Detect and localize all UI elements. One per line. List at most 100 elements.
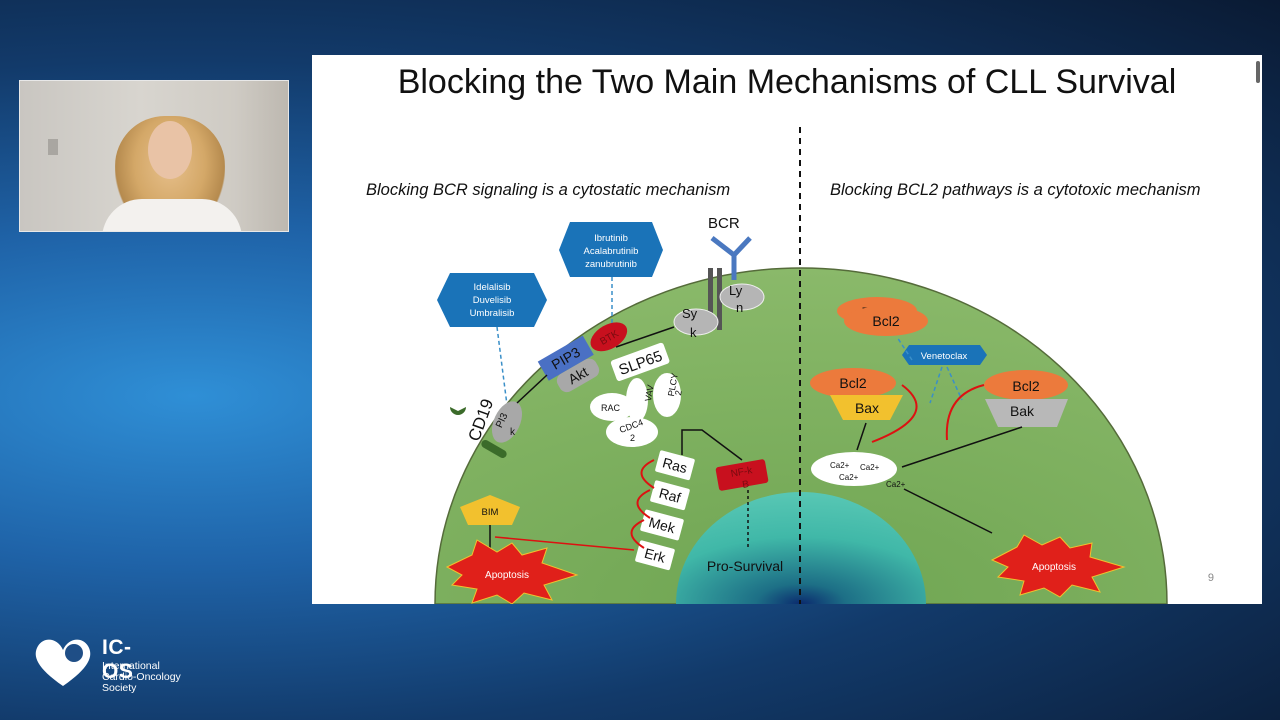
diagram-label: Bax	[855, 400, 879, 416]
diagram-shape	[903, 488, 993, 534]
diagram-label: Ly	[729, 283, 743, 298]
cdc42-node	[606, 417, 658, 447]
wall-switch	[48, 139, 58, 155]
logo-name: IC-OS	[102, 636, 134, 683]
diagram-shape	[901, 426, 1023, 468]
diagram-label: Ca2+	[860, 463, 880, 472]
diagram-label: n	[736, 300, 743, 315]
diagram-label: 2	[673, 390, 684, 397]
diagram-label: Bcl2	[1012, 378, 1039, 394]
diagram-shape	[717, 268, 722, 330]
diagram-label: 2	[630, 433, 635, 443]
diagram-label: Pro-Survival	[707, 558, 783, 574]
diagram-shape	[65, 644, 83, 662]
rac-node	[590, 393, 634, 421]
diagram-label: VAV	[643, 384, 656, 402]
apoptosis-burst-right	[990, 534, 1126, 598]
apoptosis-burst-left	[445, 539, 579, 604]
btk-node	[590, 322, 628, 352]
mapk-cascade: Ras Raf Mek Erk	[630, 450, 695, 571]
diagram-shape	[640, 509, 684, 541]
bcl2-node-bak	[984, 370, 1068, 400]
vav-node	[626, 378, 648, 422]
logo-line: Cardio-Oncology	[102, 671, 181, 683]
diagram-label: Duvelisib	[473, 295, 512, 306]
plcy2-node	[653, 373, 681, 417]
diagram-label: Sy	[682, 306, 698, 321]
page-number: 9	[1207, 572, 1214, 584]
diagram-label: BCR	[708, 215, 740, 232]
bak-node	[985, 399, 1068, 427]
diagram-shape: PIP3 Akt BTK	[537, 322, 628, 393]
bim-node	[460, 495, 520, 525]
syk-node	[673, 308, 719, 336]
diagram-label: Ca2+	[839, 473, 859, 482]
diagram-label: Bcl2	[839, 375, 866, 391]
diagram-shape	[871, 384, 985, 443]
diagram-label: k	[510, 427, 516, 438]
diagram-shape	[35, 639, 91, 686]
logo-line: International	[102, 660, 160, 672]
left-subtitle: Blocking BCR signaling is a cytostatic m…	[366, 181, 731, 199]
slide-scrollbar[interactable]	[1256, 61, 1260, 83]
diagram-shape: Mek	[640, 509, 684, 541]
diagram-label: Ibrutinib	[594, 233, 628, 244]
diagram-shape	[708, 268, 713, 330]
akt-node	[556, 358, 600, 393]
diagram-label: k	[690, 325, 697, 340]
speaker-shirt	[102, 199, 242, 231]
diagram-shape	[516, 374, 548, 404]
diagram-shape	[437, 273, 547, 327]
diagram-shape	[896, 336, 963, 404]
diagram-shape: Raf	[650, 480, 690, 511]
diagram-label: Raf	[657, 485, 682, 506]
diagram-label: B	[742, 479, 751, 491]
calcium-store	[811, 452, 897, 486]
right-subtitle: Blocking BCL2 pathways is a cytotoxic me…	[830, 181, 1201, 199]
speaker-face	[148, 121, 192, 179]
nfkb-node: NF-k B	[715, 459, 769, 491]
bcr-receptor-icon	[710, 236, 752, 280]
logo-line: Society	[102, 682, 137, 694]
diagram-label: Apoptosis	[485, 570, 529, 581]
venetoclax-badge	[902, 345, 987, 365]
cd19-ligand-icon	[450, 407, 466, 415]
diagram-label: zanubrutinib	[585, 259, 637, 270]
diagram-shape: Erk	[635, 540, 675, 571]
diagram-label: NF-k	[730, 465, 754, 480]
btk-inhibitors-badge: Ibrutinib Acalabrutinib zanubrutinib	[559, 222, 663, 277]
diagram-shape	[635, 540, 675, 571]
slp65-node	[610, 342, 670, 381]
diagram-shape	[715, 459, 769, 491]
lyn-node	[719, 283, 765, 311]
diagram-shape	[615, 326, 675, 348]
slide-title: Blocking the Two Main Mechanisms of CLL …	[397, 63, 1177, 101]
diagram-shape	[655, 450, 695, 481]
diagram-shape	[710, 236, 752, 280]
diagram-shape	[650, 480, 690, 511]
diagram-label: Ras	[661, 454, 689, 476]
diagram-label: Bcl2	[872, 313, 899, 329]
diagram-label: RAC	[601, 403, 621, 413]
pip3-node	[537, 335, 594, 381]
pi3k-node	[491, 401, 523, 443]
diagram-label: Idelalisib	[474, 282, 511, 293]
diagram-label: Apoptosis	[1032, 562, 1076, 573]
bcl2-node-bax	[810, 368, 896, 398]
presentation-slide: Blocking the Two Main Mechanisms of CLL …	[312, 55, 1262, 604]
diagram-label: Erk	[643, 545, 668, 566]
diagram-shape	[559, 222, 663, 277]
heart-logo-icon	[35, 639, 91, 686]
diagram-label: PLCY	[666, 372, 680, 397]
diagram-label: Venetoclax	[921, 351, 968, 362]
diagram-shape	[630, 459, 655, 549]
bax-node	[830, 395, 903, 420]
diagram-label: Ca2+	[886, 480, 906, 489]
diagram-shape	[681, 429, 743, 461]
diagram-label: Umbralisib	[470, 308, 515, 319]
cell-diagram: Idelalisib Duvelisib Umbralisib Ibrutini…	[434, 127, 1168, 604]
diagram-label: BIM	[482, 507, 499, 518]
icos-logo: IC-OS International Cardio-Oncology Soci…	[32, 636, 181, 694]
diagram-label: Mek	[647, 514, 678, 537]
diagram-shape	[481, 440, 507, 458]
